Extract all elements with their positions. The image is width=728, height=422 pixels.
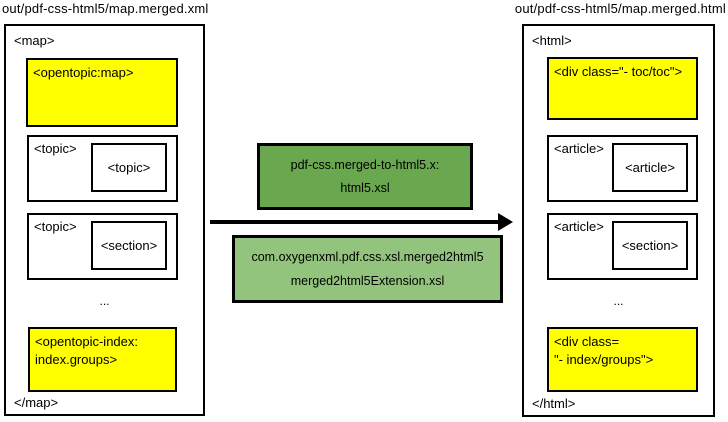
article-node-2-label: <article> — [554, 219, 604, 234]
index-div-box: <div class= "- index/groups"> — [547, 327, 698, 392]
topic-node-1-label: <topic> — [34, 141, 77, 156]
toc-div-box: <div class="- toc/toc"> — [547, 57, 698, 120]
nested-topic-label: <topic> — [107, 160, 151, 175]
nested-section-node-right: <section> — [612, 221, 688, 270]
topic-node-1: <topic> <topic> — [27, 135, 178, 202]
opentopic-index-box: <opentopic-index: index.groups> — [28, 327, 177, 392]
stylesheet-main-line2: html5.xsl — [340, 181, 390, 196]
map-close-tag: </map> — [14, 395, 59, 410]
article-node-2: <article> <section> — [547, 213, 698, 280]
stylesheet-extension-line1: com.oxygenxml.pdf.css.xsl.merged2html5 — [251, 250, 484, 264]
opentopic-index-line2: index.groups> — [35, 351, 118, 367]
source-panel: <map> <opentopic:map> <topic> <topic> <t… — [4, 24, 205, 416]
opentopic-map-label: <opentopic:map> — [33, 65, 134, 80]
source-file-title: out/pdf-css-html5/map.merged.xml — [2, 1, 209, 16]
article-node-1: <article> <article> — [547, 135, 698, 202]
html-close-tag: </html> — [532, 396, 576, 411]
toc-div-label: <div class="- toc/toc"> — [554, 64, 683, 79]
transform-arrow-head-icon — [498, 213, 513, 231]
stylesheet-box-extension: com.oxygenxml.pdf.css.xsl.merged2html5 m… — [232, 235, 503, 303]
target-panel: <html> <div class="- toc/toc"> <article>… — [522, 24, 715, 417]
opentopic-map-box: <opentopic:map> — [26, 58, 178, 127]
nested-section-right-label: <section> — [621, 238, 679, 253]
source-ellipsis: ... — [99, 294, 110, 308]
nested-section-label: <section> — [100, 238, 158, 253]
nested-article-label: <article> — [625, 160, 675, 175]
index-div-line1: <div class= — [554, 334, 620, 349]
stylesheet-main-line1: pdf-css.merged-to-html5.x: — [290, 157, 440, 172]
target-file-title: out/pdf-css-html5/map.merged.html — [514, 1, 726, 16]
stylesheet-extension-line2: merged2html5Extension.xsl — [290, 274, 445, 288]
stylesheet-box-main: pdf-css.merged-to-html5.x: html5.xsl — [257, 143, 473, 210]
opentopic-index-line1: <opentopic-index: — [35, 334, 138, 349]
html-open-tag: <html> — [532, 33, 572, 48]
transform-arrow-line — [210, 220, 500, 224]
target-ellipsis: ... — [613, 294, 624, 308]
index-div-line2: "- index/groups"> — [554, 351, 654, 367]
nested-section-node: <section> — [91, 221, 167, 270]
nested-topic-node: <topic> — [91, 143, 167, 192]
map-open-tag: <map> — [14, 33, 55, 48]
nested-article-node: <article> — [612, 143, 688, 192]
article-node-1-label: <article> — [554, 141, 604, 156]
topic-node-2-label: <topic> — [34, 219, 77, 234]
topic-node-2: <topic> <section> — [27, 213, 178, 280]
